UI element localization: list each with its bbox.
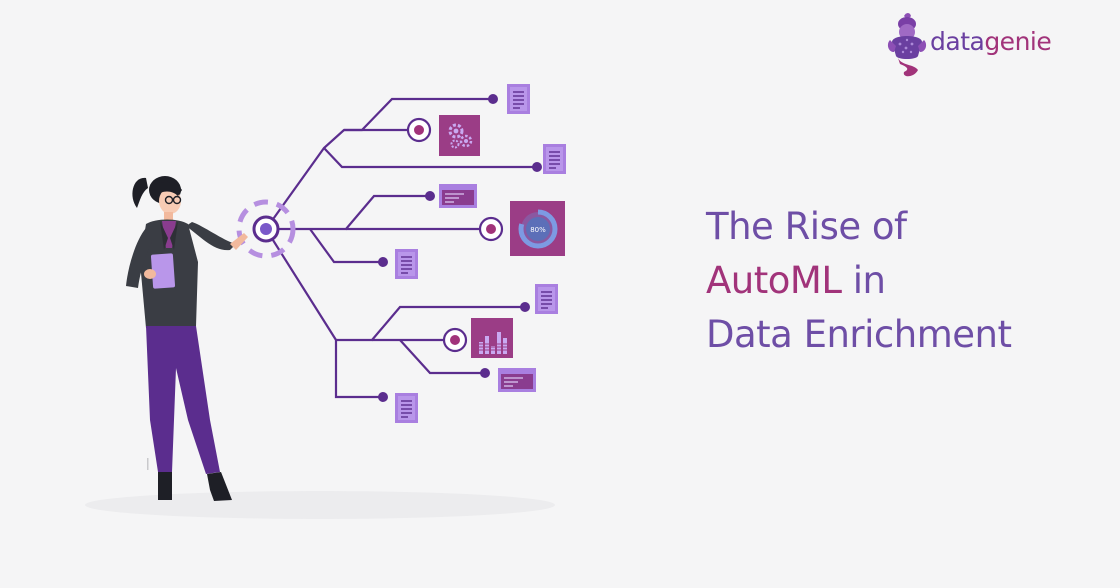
gauge-icon: 80%	[510, 201, 565, 256]
ring-node	[442, 327, 468, 353]
brand-name-part1: data	[930, 26, 985, 56]
brand-logo: datagenie	[884, 10, 1064, 80]
ring-node	[406, 117, 432, 143]
gears-icon	[439, 115, 480, 156]
network-tree	[265, 97, 537, 399]
genie-icon	[887, 13, 927, 77]
headline: The Rise of AutoML in Data Enrichment	[706, 200, 1106, 362]
brand-name-part2: genie	[984, 26, 1052, 56]
headline-line-2-rest: in	[841, 259, 886, 302]
window-icon	[498, 368, 536, 392]
gauge-label: 80%	[530, 226, 546, 234]
node-dots	[378, 94, 542, 402]
bar-chart-icon	[471, 318, 513, 358]
headline-line-3: Data Enrichment	[706, 313, 1012, 356]
woman-figure	[126, 176, 248, 501]
headline-line-1: The Rise of	[706, 205, 907, 248]
headline-accent: AutoML	[706, 259, 842, 302]
document-icon	[543, 144, 566, 174]
document-icon	[395, 393, 418, 423]
document-icon	[507, 84, 530, 114]
brand-wordmark: datagenie	[930, 26, 1052, 56]
central-hub	[236, 199, 296, 259]
headline-line-2: AutoML in	[706, 254, 1106, 308]
floor-shadow	[85, 491, 555, 519]
document-icon	[535, 284, 558, 314]
ring-node	[478, 216, 504, 242]
window-icon	[439, 184, 477, 208]
document-icon	[395, 249, 418, 279]
